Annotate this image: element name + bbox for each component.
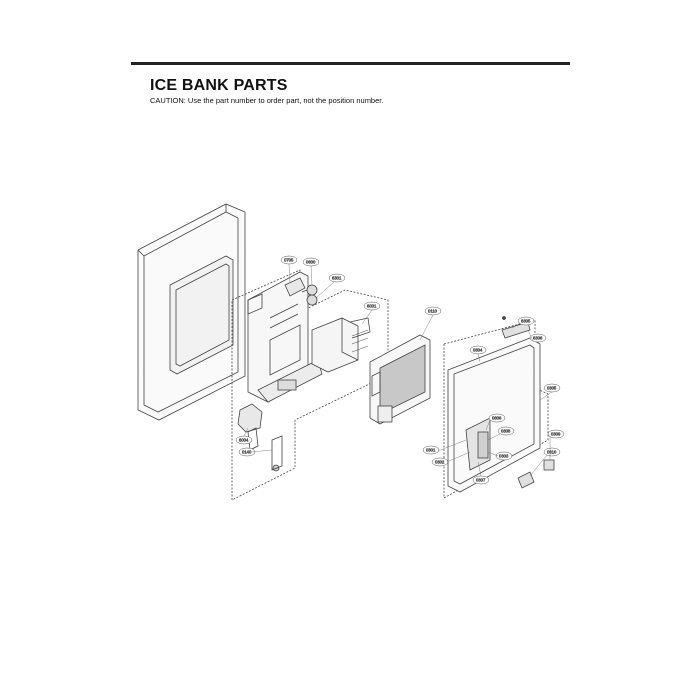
callout-0600: 0600 xyxy=(302,257,320,267)
callout-0307: 0307 xyxy=(472,475,490,485)
callout-label: 6001 xyxy=(367,304,377,309)
callout-label: 0301 xyxy=(426,448,436,453)
top-rule xyxy=(131,62,570,65)
callout-0110: 0110 xyxy=(424,306,442,316)
callout-label: 0110 xyxy=(428,309,438,314)
callout-label: 0303 xyxy=(499,454,509,459)
page-title: ICE BANK PARTS xyxy=(150,77,288,94)
callout-6004: 6004 xyxy=(235,435,253,445)
callout-label: 0310 xyxy=(547,450,557,455)
callout-0806: 0806 xyxy=(488,413,506,423)
door-liner xyxy=(137,203,246,421)
callout-label: 0307 xyxy=(476,478,486,483)
callout-label: 0806 xyxy=(492,416,502,421)
callout-label: 0302 xyxy=(435,460,445,465)
ice-bank-housing xyxy=(247,271,323,403)
callout-0308: 0308 xyxy=(497,426,515,436)
callout-0309: 0309 xyxy=(547,429,565,439)
callout-0301: 0301 xyxy=(422,445,440,455)
assembly-outline-right xyxy=(443,319,549,499)
auger-motor xyxy=(237,403,283,472)
callout-label: 0308 xyxy=(501,429,511,434)
callout-0304: 0304 xyxy=(469,345,487,355)
callout-6001: 6001 xyxy=(363,301,381,311)
callout-0310: 0310 xyxy=(543,447,561,457)
callout-6301: 6301 xyxy=(328,273,346,283)
callout-label: 0140 xyxy=(242,450,252,455)
fan-motor-parts xyxy=(284,277,318,306)
callout-6306: 6306 xyxy=(529,333,547,343)
callout-6305: 6305 xyxy=(517,316,535,326)
callout-label: 0600 xyxy=(306,260,316,265)
callout-label: 6305 xyxy=(521,319,531,324)
callout-label: 0309 xyxy=(551,432,561,437)
callout-label: 6301 xyxy=(332,276,342,281)
caution-note: CAUTION: Use the part number to order pa… xyxy=(150,96,384,105)
callout-0302: 0302 xyxy=(431,457,449,467)
callout-0305: 0305 xyxy=(543,383,561,393)
ice-maker-unit xyxy=(311,317,371,373)
leader-lines xyxy=(243,263,553,477)
callout-label: 0305 xyxy=(547,386,557,391)
callout-label: 0705 xyxy=(284,258,294,263)
ice-bin-cover xyxy=(369,334,431,425)
callout-label: 0304 xyxy=(473,348,483,353)
callout-label: 6004 xyxy=(239,438,249,443)
assembly-outline-left xyxy=(231,269,389,501)
callout-0140: 0140 xyxy=(238,447,256,457)
callout-0303: 0303 xyxy=(495,451,513,461)
callout-label: 6306 xyxy=(533,336,543,341)
callout-0705: 0705 xyxy=(280,255,298,265)
